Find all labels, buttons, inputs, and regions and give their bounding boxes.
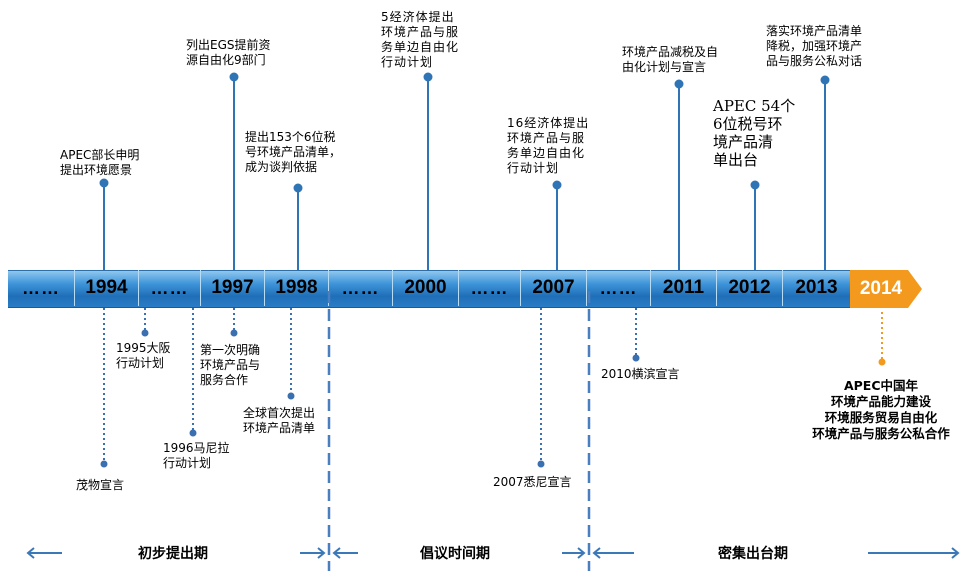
timeline-cell: …… — [22, 278, 60, 298]
below-note: 第一次明确 环境产品与 服务合作 — [200, 343, 261, 387]
timeline-cell-1994: 1994 — [74, 270, 138, 306]
timeline-cell-1998: 1998 — [264, 270, 328, 306]
timeline-cell-2013: 2013 — [782, 270, 850, 306]
below-note: 2007悉尼宣言 — [493, 475, 572, 489]
below-connector-dot — [632, 354, 640, 362]
below-connector-dot — [230, 329, 238, 337]
below-note-highlight: APEC中国年 环境产品能力建设 环境服务贸易自由化 环境产品与服务公私合作 — [812, 378, 950, 441]
highlight-connector-dot — [878, 358, 886, 366]
above-note: 提出153个6位税 号环境产品清单， 成为谈判依据 — [245, 130, 342, 174]
timeline-cell-1997: 1997 — [200, 270, 264, 306]
below-note: 茂物宣言 — [76, 478, 125, 492]
timeline-cell-2011: 2011 — [650, 270, 716, 306]
timeline-cell: …… — [328, 270, 392, 306]
below-note: 1995大阪 行动计划 — [116, 341, 171, 370]
period-label: 倡议时间期 — [420, 546, 490, 562]
timeline-bar — [8, 270, 850, 308]
below-connector-dot — [189, 429, 197, 437]
below-connector-dot — [287, 392, 295, 400]
below-connector-dot — [100, 460, 108, 468]
above-connector-dot — [674, 79, 684, 89]
above-note: 落实环境产品清单 降税，加强环境产 品与服务公私对话 — [766, 24, 863, 68]
timeline-cell: …… — [458, 270, 520, 306]
below-connector-dot — [537, 460, 545, 468]
above-note: 16经济体提出 环境产品与服 务单边自由化 行动计划 — [507, 116, 590, 175]
above-note: 5经济体提出 环境产品与服 务单边自由化 行动计划 — [381, 10, 460, 69]
period-label: 密集出台期 — [718, 546, 788, 562]
below-note: 全球首次提出 环境产品清单 — [243, 406, 316, 435]
timeline-cell-2014: 2014 — [859, 278, 903, 299]
above-connector-dot — [293, 183, 303, 193]
timeline-cell-2012: 2012 — [716, 270, 782, 306]
above-note: 环境产品减税及自 由化计划与宣言 — [622, 45, 719, 74]
timeline-cell-2000: 2000 — [392, 270, 458, 306]
above-connector-dot — [552, 180, 562, 190]
timeline-cell: …… — [586, 270, 650, 306]
above-connector-dot — [423, 72, 433, 82]
below-connector-dot — [141, 329, 149, 337]
above-connector-dot — [750, 180, 760, 190]
above-connector-dot — [229, 72, 239, 82]
above-note: 列出EGS提前资 源自由化9部门 — [186, 38, 271, 67]
above-note: APEC部长申明 提出环境愿景 — [60, 148, 140, 177]
below-note: 2010横滨宣言 — [601, 367, 680, 381]
period-label: 初步提出期 — [138, 546, 208, 562]
above-note: APEC 54个 6位税号环 境产品清 单出台 — [713, 97, 796, 169]
timeline-cell-2007: 2007 — [520, 270, 586, 306]
highlight-arrow-shape — [850, 270, 922, 308]
below-note: 1996马尼拉 行动计划 — [163, 441, 230, 470]
above-connector-dot — [99, 178, 109, 188]
timeline-cell: …… — [138, 270, 200, 306]
above-connector-dot — [820, 75, 830, 85]
